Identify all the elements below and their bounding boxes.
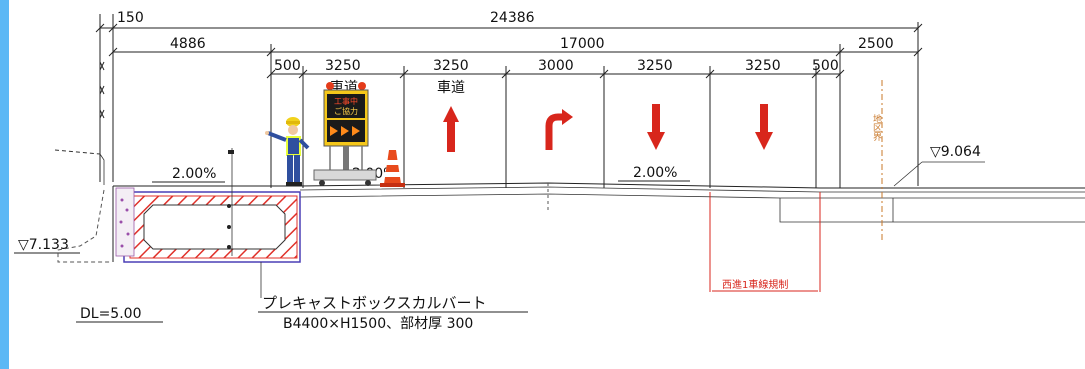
up-arrow-icon <box>443 106 459 152</box>
dim-lane-7: 500 <box>812 58 839 74</box>
box-culvert <box>115 148 301 298</box>
slope-right: 2.00% <box>618 165 690 182</box>
dim-total-width: 24386 <box>490 10 535 26</box>
svg-text:2.00%: 2.00% <box>633 165 677 181</box>
svg-text:地区界: 地区界 <box>871 113 882 142</box>
sign-line-1: 工事中 <box>334 96 358 106</box>
left-retaining-structure <box>54 149 114 263</box>
dim-lane-4: 3000 <box>538 58 574 74</box>
right-turn-arrow-icon <box>545 109 573 150</box>
dim-lane-6: 3250 <box>745 58 781 74</box>
dim-right-shoulder: 2500 <box>858 36 894 52</box>
traffic-cone-icon <box>380 150 405 187</box>
svg-text:▽7.133: ▽7.133 <box>18 237 69 253</box>
road-surface <box>113 161 1085 223</box>
culvert-title: プレキャストボックスカルバート <box>262 294 487 312</box>
svg-text:▽9.064: ▽9.064 <box>930 144 981 160</box>
dim-lane-2: 3250 <box>325 58 361 74</box>
sign-line-2: ご協力 <box>334 106 358 116</box>
datum-label: DL=5.00 <box>80 306 141 322</box>
elevation-right: ▽9.064 <box>930 144 981 160</box>
svg-text:2.00%: 2.00% <box>172 166 216 182</box>
arrow-sign-board: 工事中 ご協力 <box>313 82 377 186</box>
down-arrow-icon <box>755 104 773 150</box>
dim-carriageway-total: 17000 <box>560 36 605 52</box>
dim-lane-5: 3250 <box>637 58 673 74</box>
down-arrow-icon <box>647 104 665 150</box>
culvert-spec: B4400×H1500、部材厚 300 <box>283 316 473 332</box>
lane-restriction-zone: 西進1車線規制 <box>709 192 821 292</box>
lane-label-2: 車道 <box>437 79 465 96</box>
left-accent-bar <box>0 0 9 369</box>
dim-left-shoulder: 4886 <box>170 36 206 52</box>
elevation-left: ▽7.133 <box>14 237 80 254</box>
dimension-lines <box>95 14 923 188</box>
dim-lane-1: 500 <box>274 58 301 74</box>
district-boundary: 地区界 <box>871 80 883 240</box>
dim-lane-3: 3250 <box>433 58 469 74</box>
dim-left-offset: 150 <box>117 10 144 26</box>
slope-left: 2.00% <box>152 166 225 183</box>
lane-restriction-label: 西進1車線規制 <box>722 278 788 291</box>
flagman-worker-icon <box>265 117 310 186</box>
